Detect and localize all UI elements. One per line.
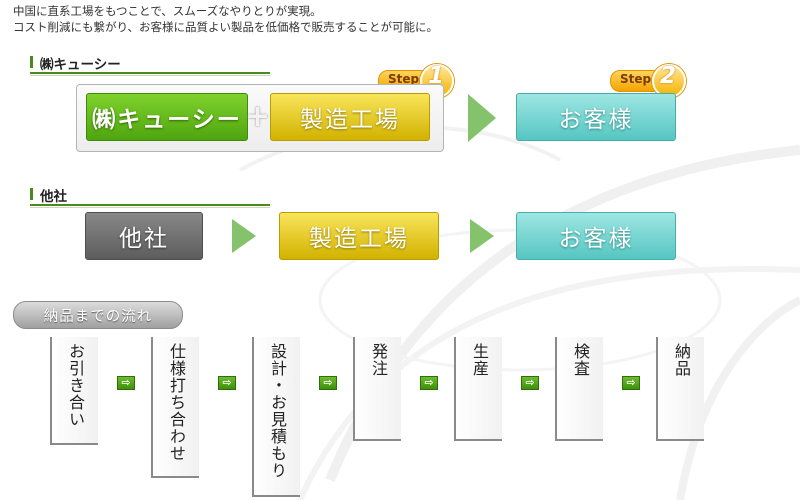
flow-step-delivery: 納品 [656, 337, 704, 441]
step-label: Step [620, 72, 652, 86]
intro-text: 中国に直系工場をもつことで、スムーズなやりとりが実現。 コスト削減にも繋がり、お… [13, 3, 438, 35]
flow-step-inspection: 検査 [555, 337, 603, 441]
flow-arrow-icon: ⇨ [521, 376, 539, 390]
factory-tile-kyucy: 製造工場 [270, 93, 430, 141]
customer-tile-kyucy: お客様 [516, 93, 676, 141]
flow-arrow-icon: ⇨ [319, 376, 337, 390]
flow-step-label: お引き合い [66, 343, 85, 428]
flow-step-production: 生産 [454, 337, 502, 441]
arrow-right-icon [232, 219, 256, 253]
flow-step-design-quote: 設計・お見積もり [252, 337, 300, 497]
flow-arrow-icon: ⇨ [420, 376, 438, 390]
intro-line-2: コスト削減にも繋がり、お客様に品質よい製品を低価格で販売することが可能に。 [13, 20, 439, 34]
arrow-right-icon [468, 94, 496, 142]
flow-step-label: 生産 [470, 343, 489, 377]
arrow-right-icon [470, 219, 494, 253]
section-title-kyucy: ㈱キューシー [40, 57, 121, 73]
company-tile-other: 他社 [85, 212, 203, 260]
section-bar [30, 56, 33, 68]
flow-step-inquiry: お引き合い [50, 337, 98, 445]
flow-step-label: 設計・お見積もり [268, 343, 287, 479]
flow-step-spec-meeting: 仕様打ち合わせ [151, 337, 199, 478]
flow-title: 納品までの流れ [13, 301, 183, 329]
section-header-kyucy: ㈱キューシー [30, 53, 270, 76]
section-underline-light [30, 207, 270, 208]
section-underline [30, 204, 270, 206]
section-underline-light [30, 75, 270, 76]
factory-tile-other: 製造工場 [279, 212, 439, 260]
intro-line-1: 中国に直系工場をもつことで、スムーズなやりとりが実現。 [13, 4, 322, 18]
flow-step-label: 検査 [571, 343, 590, 377]
step-number: 2 [660, 63, 677, 89]
customer-tile-other: お客様 [516, 212, 676, 260]
flow-step-label: 納品 [672, 343, 691, 377]
flow-arrow-icon: ⇨ [622, 376, 640, 390]
step-label: Step [388, 72, 420, 86]
section-bar [30, 188, 33, 200]
section-title-other: 他社 [40, 189, 67, 205]
flow-arrow-icon: ⇨ [117, 376, 135, 390]
section-header-other: 他社 [30, 185, 270, 208]
plus-icon: + [245, 99, 271, 134]
flow-step-label: 発注 [369, 343, 388, 377]
step-number: 1 [428, 63, 445, 89]
flow-arrow-icon: ⇨ [218, 376, 236, 390]
flow-step-order: 発注 [353, 337, 401, 441]
section-underline [30, 72, 270, 74]
step-2-badge: Step 2 [610, 63, 686, 98]
flow-step-label: 仕様打ち合わせ [167, 343, 186, 462]
company-tile-kyucy: ㈱キューシー [86, 93, 248, 141]
